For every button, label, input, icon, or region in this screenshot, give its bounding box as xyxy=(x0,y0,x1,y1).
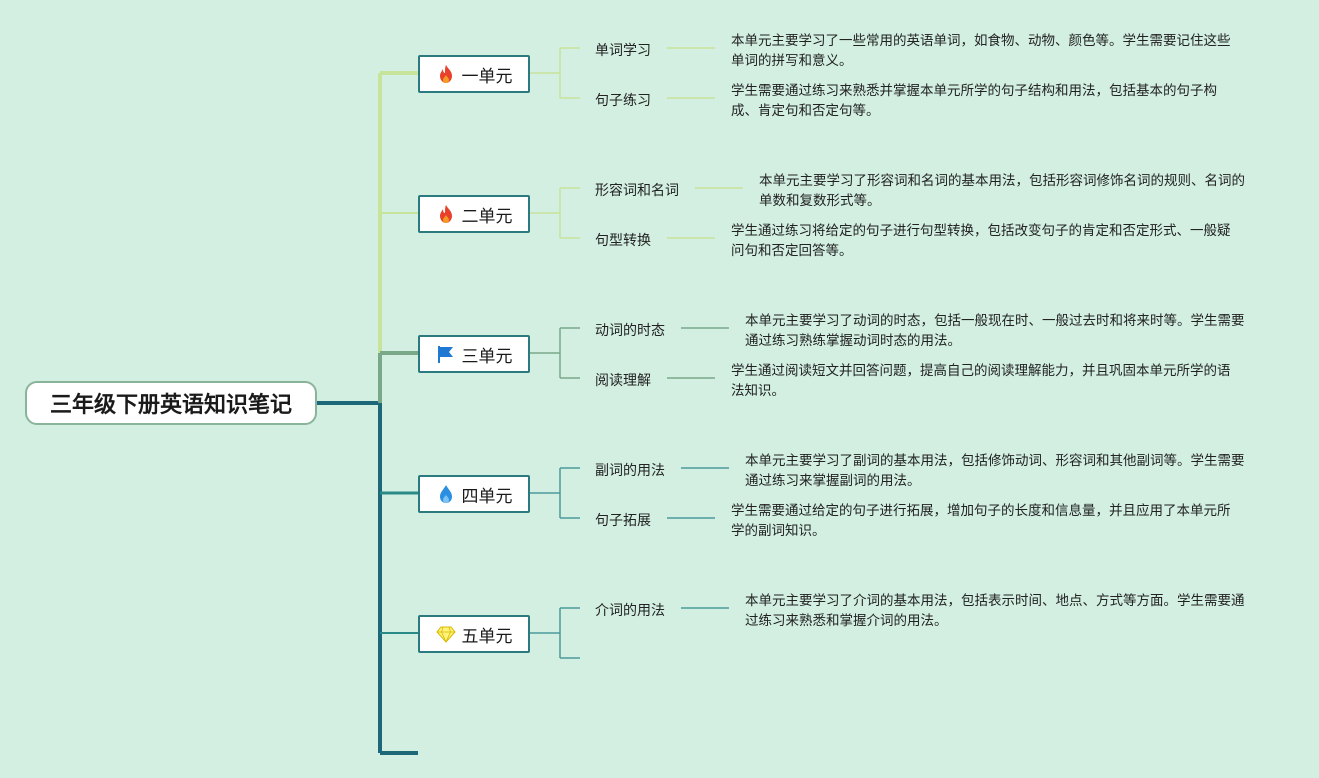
unit-5-topic-1-desc: 本单元主要学习了介词的基本用法，包括表示时间、地点、方式等方面。学生需要通过练习… xyxy=(745,593,1245,629)
unit-3-topic-2[interactable]: 阅读理解 xyxy=(595,373,651,389)
unit-4-topic-2[interactable]: 句子拓展 xyxy=(595,513,651,529)
diamond-icon xyxy=(435,624,456,644)
unit-2-label: 二单元 xyxy=(461,206,513,227)
unit-2-topic-1[interactable]: 形容词和名词 xyxy=(595,183,679,199)
root-topic[interactable]: 三年级下册英语知识笔记 xyxy=(25,381,317,425)
unit-4-node[interactable]: 四单元 xyxy=(418,475,530,513)
unit-1-topic-2-desc: 学生需要通过练习来熟悉并掌握本单元所学的句子结构和用法，包括基本的句子构成、肯定… xyxy=(731,83,1217,119)
unit-2-topic-2[interactable]: 句型转换 xyxy=(595,233,651,249)
unit-2-node[interactable]: 二单元 xyxy=(418,195,530,233)
unit-3-topic-2-desc: 学生通过阅读短文并回答问题，提高自己的阅读理解能力，并且巩固本单元所学的语法知识… xyxy=(731,363,1231,399)
fire-icon xyxy=(436,64,456,84)
unit-3-node[interactable]: 三单元 xyxy=(418,335,530,373)
unit-4-topic-1[interactable]: 副词的用法 xyxy=(595,463,665,479)
root-title: 三年级下册英语知识笔记 xyxy=(49,393,292,418)
unit-5-node[interactable]: 五单元 xyxy=(418,615,530,653)
flag-icon xyxy=(436,344,456,364)
unit-4-label: 四单元 xyxy=(461,486,513,507)
unit-1-topic-2[interactable]: 句子练习 xyxy=(595,93,651,109)
unit-2-topic-1-desc: 本单元主要学习了形容词和名词的基本用法，包括形容词修饰名词的规则、名词的单数和复… xyxy=(759,173,1245,209)
unit-4-topic-1-desc: 本单元主要学习了副词的基本用法，包括修饰动词、形容词和其他副词等。学生需要通过练… xyxy=(745,453,1245,489)
unit-1-topic-1[interactable]: 单词学习 xyxy=(595,43,651,59)
fire-icon xyxy=(436,204,456,224)
unit-5-topic-1[interactable]: 介词的用法 xyxy=(595,603,665,619)
unit-1-topic-1-desc: 本单元主要学习了一些常用的英语单词，如食物、动物、颜色等。学生需要记住这些单词的… xyxy=(731,33,1231,69)
unit-1-label: 一单元 xyxy=(461,66,513,87)
unit-4-topic-2-desc: 学生需要通过给定的句子进行拓展，增加句子的长度和信息量，并且应用了本单元所学的副… xyxy=(731,503,1231,539)
unit-1-node[interactable]: 一单元 xyxy=(418,55,530,93)
unit-5-label: 五单元 xyxy=(461,626,513,647)
unit-2-topic-2-desc: 学生通过练习将给定的句子进行句型转换，包括改变句子的肯定和否定形式、一般疑问句和… xyxy=(731,223,1231,259)
unit-3-label: 三单元 xyxy=(461,346,513,367)
water-drop-icon xyxy=(436,484,456,504)
unit-3-topic-1-desc: 本单元主要学习了动词的时态，包括一般现在时、一般过去时和将来时等。学生需要通过练… xyxy=(745,313,1245,349)
unit-3-topic-1[interactable]: 动词的时态 xyxy=(595,323,665,339)
